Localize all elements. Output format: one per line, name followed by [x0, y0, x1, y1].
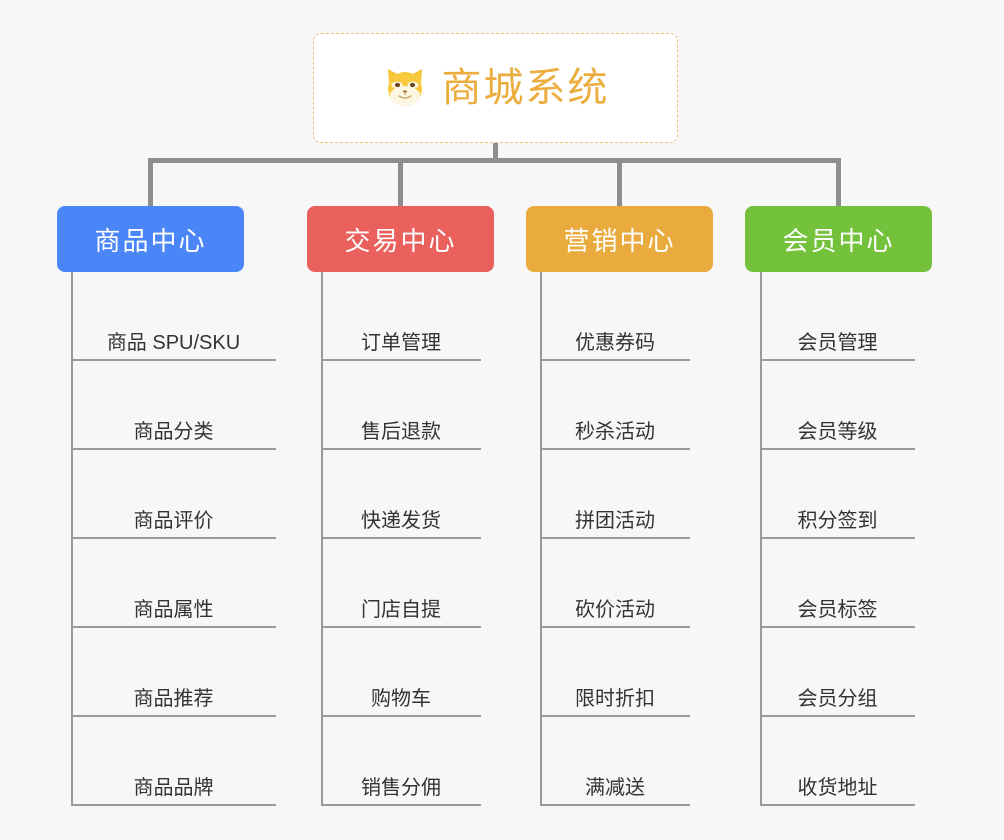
leaf-label: 收货地址	[797, 777, 878, 799]
leaf-item[interactable]: 门店自提	[321, 539, 481, 628]
leaf-label: 销售分佣	[361, 777, 441, 799]
leaf-underline	[71, 448, 276, 450]
leaf-underline	[321, 537, 481, 539]
leaf-item[interactable]: 积分签到	[760, 450, 915, 539]
branch-spine	[540, 272, 542, 806]
leaf-item[interactable]: 会员管理	[760, 272, 915, 361]
category-box-3[interactable]: 营销中心	[526, 206, 713, 272]
category-label: 交易中心	[344, 225, 457, 256]
leaf-item[interactable]: 购物车	[321, 628, 481, 717]
leaf-label: 订单管理	[361, 332, 441, 354]
leaf-item[interactable]: 商品推荐	[71, 628, 276, 717]
category-box-1[interactable]: 商品中心	[57, 206, 244, 272]
leaf-item[interactable]: 优惠券码	[540, 272, 690, 361]
leaf-underline	[760, 448, 915, 450]
leaf-label: 会员标签	[797, 599, 878, 621]
leaf-underline	[760, 715, 915, 717]
leaf-underline	[760, 804, 915, 806]
leaf-item[interactable]: 收货地址	[760, 717, 915, 806]
leaf-label: 商品品牌	[133, 777, 214, 799]
leaf-label: 优惠券码	[575, 332, 655, 354]
leaf-underline	[321, 448, 481, 450]
branch-spine	[760, 272, 762, 806]
leaf-label: 门店自提	[361, 599, 441, 621]
category-drop-connector	[836, 158, 841, 206]
branch-column-3: 优惠券码秒杀活动拼团活动砍价活动限时折扣满减送	[540, 272, 690, 806]
category-drop-connector	[398, 158, 403, 206]
leaf-underline	[540, 448, 690, 450]
leaf-item[interactable]: 商品属性	[71, 539, 276, 628]
leaf-label: 限时折扣	[575, 688, 655, 710]
leaf-item[interactable]: 拼团活动	[540, 450, 690, 539]
leaf-label: 会员等级	[797, 421, 878, 443]
category-label: 营销中心	[563, 225, 676, 256]
leaf-item[interactable]: 商品分类	[71, 361, 276, 450]
leaf-underline	[540, 537, 690, 539]
leaf-item[interactable]: 商品品牌	[71, 717, 276, 806]
leaf-item[interactable]: 快递发货	[321, 450, 481, 539]
leaf-underline	[71, 715, 276, 717]
leaf-item[interactable]: 订单管理	[321, 272, 481, 361]
leaf-label: 商品分类	[133, 421, 214, 443]
category-connector-bus	[148, 158, 840, 163]
leaf-label: 积分签到	[797, 510, 878, 532]
root-title: 商城系统	[441, 66, 610, 110]
leaf-label: 拼团活动	[575, 510, 655, 532]
category-box-2[interactable]: 交易中心	[307, 206, 494, 272]
branch-column-1: 商品 SPU/SKU 商品分类商品评价商品属性商品推荐商品品牌	[71, 272, 276, 806]
leaf-label: 快递发货	[361, 510, 441, 532]
root-connector-stub	[493, 143, 498, 161]
leaf-underline	[760, 359, 915, 361]
category-drop-connector	[617, 158, 622, 206]
leaf-label: 购物车	[371, 688, 431, 710]
leaf-underline	[71, 804, 276, 806]
leaf-underline	[540, 804, 690, 806]
leaf-label: 会员管理	[797, 332, 878, 354]
leaf-label: 满减送	[585, 777, 645, 799]
leaf-underline	[540, 715, 690, 717]
category-label: 会员中心	[782, 225, 895, 256]
leaf-label: 商品推荐	[133, 688, 214, 710]
leaf-underline	[321, 804, 481, 806]
leaf-underline	[760, 626, 915, 628]
leaf-label: 会员分组	[797, 688, 878, 710]
leaf-label: 售后退款	[361, 421, 441, 443]
leaf-label: 商品 SPU/SKU	[106, 332, 241, 354]
leaf-underline	[71, 359, 276, 361]
leaf-item[interactable]: 销售分佣	[321, 717, 481, 806]
branch-spine	[71, 272, 73, 806]
category-label: 商品中心	[94, 225, 207, 256]
leaf-item[interactable]: 商品 SPU/SKU	[71, 272, 276, 361]
category-drop-connector	[148, 158, 153, 206]
root-node[interactable]: 商城系统	[313, 33, 678, 143]
leaf-underline	[71, 537, 276, 539]
category-box-4[interactable]: 会员中心	[745, 206, 932, 272]
branch-column-4: 会员管理会员等级积分签到会员标签会员分组收货地址	[760, 272, 915, 806]
leaf-underline	[321, 359, 481, 361]
branch-column-2: 订单管理售后退款快递发货门店自提购物车销售分佣	[321, 272, 481, 806]
leaf-underline	[321, 715, 481, 717]
leaf-item[interactable]: 会员等级	[760, 361, 915, 450]
leaf-item[interactable]: 售后退款	[321, 361, 481, 450]
leaf-underline	[540, 626, 690, 628]
leaf-item[interactable]: 会员分组	[760, 628, 915, 717]
branch-spine	[321, 272, 323, 806]
leaf-label: 商品评价	[133, 510, 214, 532]
leaf-item[interactable]: 限时折扣	[540, 628, 690, 717]
leaf-underline	[760, 537, 915, 539]
leaf-underline	[71, 626, 276, 628]
leaf-underline	[540, 359, 690, 361]
leaf-item[interactable]: 会员标签	[760, 539, 915, 628]
leaf-label: 秒杀活动	[575, 421, 655, 443]
leaf-underline	[321, 626, 481, 628]
leaf-item[interactable]: 秒杀活动	[540, 361, 690, 450]
shiba-dog-face-icon	[382, 65, 428, 111]
leaf-label: 砍价活动	[575, 599, 655, 621]
leaf-item[interactable]: 满减送	[540, 717, 690, 806]
leaf-item[interactable]: 商品评价	[71, 450, 276, 539]
leaf-item[interactable]: 砍价活动	[540, 539, 690, 628]
leaf-label: 商品属性	[133, 599, 214, 621]
